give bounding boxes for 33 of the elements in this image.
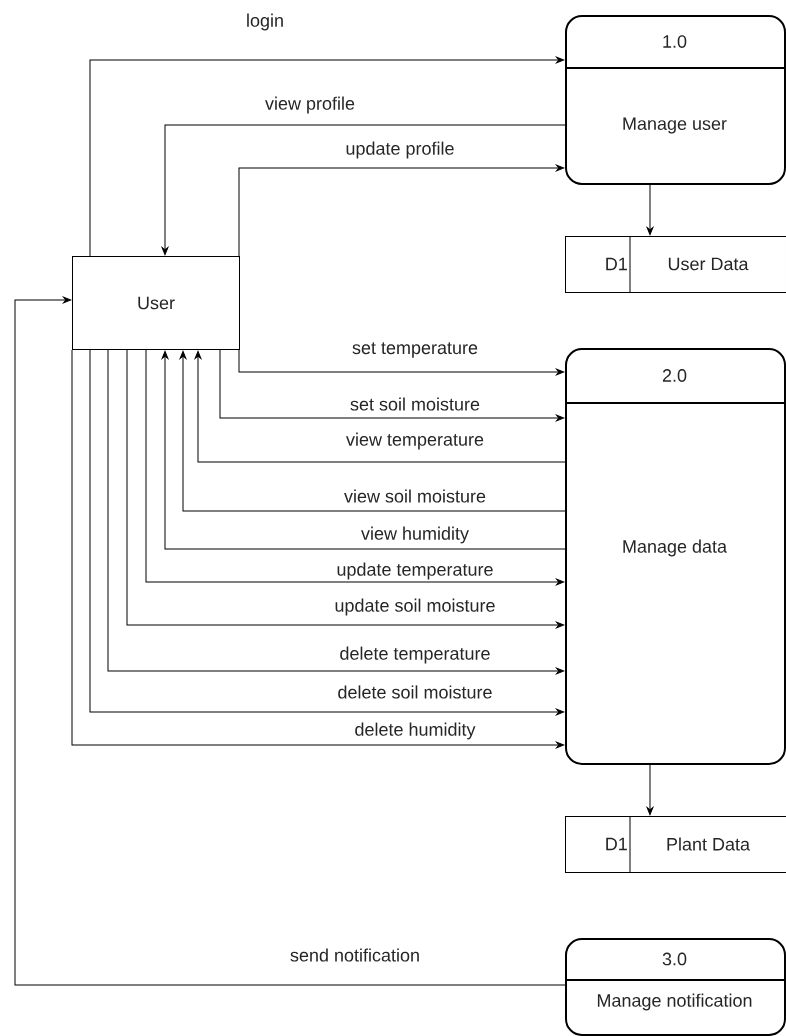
arrow	[161, 350, 566, 550]
edge-label: view humidity	[361, 526, 469, 544]
edge-label: update profile	[346, 141, 454, 159]
process-box: 2.0 Manage data	[564, 348, 786, 765]
arrow	[145, 349, 565, 586]
arrow	[646, 184, 654, 236]
edge-label: delete soil moisture	[338, 685, 492, 699]
edge-label: set temperature	[352, 342, 478, 358]
arrow	[238, 349, 565, 376]
edge-label: update temperature	[337, 562, 493, 580]
arrow	[89, 56, 565, 257]
arrow	[179, 350, 566, 512]
arrow	[161, 124, 566, 256]
arrow	[14, 296, 566, 986]
edge-label: view temperature	[346, 432, 484, 450]
process-box: 1.0 Manage user	[564, 15, 786, 185]
edge-label: view soil moisture	[344, 489, 486, 503]
arrow	[126, 349, 565, 629]
data-store: D1 Plant Data	[565, 815, 786, 873]
edge-label: delete humidity	[355, 722, 476, 740]
edge-label: login	[247, 13, 283, 31]
edge-label: delete temperature	[340, 646, 490, 664]
entity-box: User	[72, 256, 240, 350]
arrow	[194, 350, 566, 463]
arrow	[238, 164, 565, 257]
arrow	[219, 349, 565, 422]
data-store: D1 User Data	[565, 235, 786, 293]
edge-label: update soil moisture	[335, 598, 495, 616]
edge-label: set soil moisture	[350, 397, 480, 411]
edge-label: view profile	[265, 96, 355, 114]
process-box: 3.0 Manage notification	[564, 938, 786, 1036]
arrow	[646, 764, 654, 816]
edge-label: send notification	[290, 948, 419, 962]
